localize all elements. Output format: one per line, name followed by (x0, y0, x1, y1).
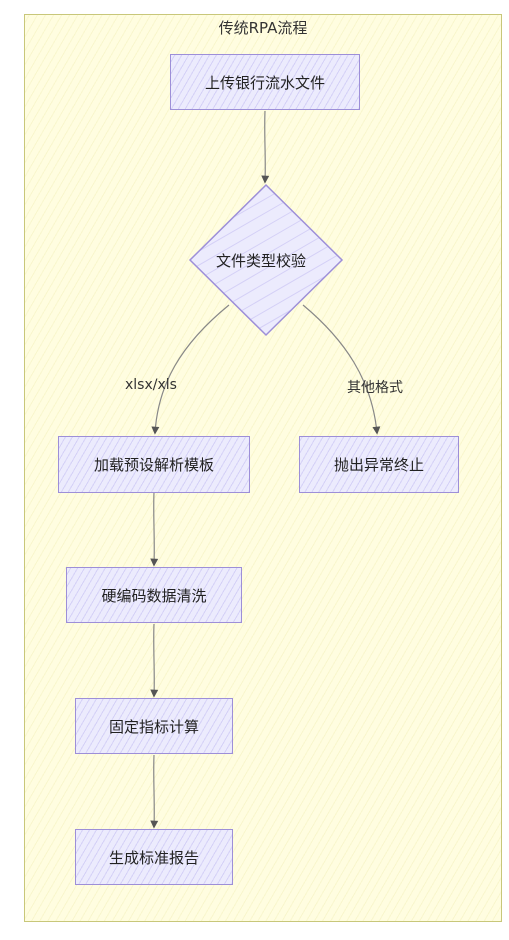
node-load[interactable]: 加载预设解析模板 (58, 436, 250, 493)
node-check-label[interactable]: 文件类型校验 (216, 252, 307, 270)
edge-load-to-clean (150, 491, 159, 567)
edge-label-other: 其他格式 (347, 380, 403, 396)
node-throw[interactable]: 抛出异常终止 (299, 436, 459, 493)
edge-calc-to-report (150, 754, 159, 829)
node-report[interactable]: 生成标准报告 (75, 829, 233, 885)
node-throw-label: 抛出异常终止 (333, 456, 424, 474)
edge-upload-to-check (261, 110, 270, 184)
cluster-title: 传统RPA流程 (218, 19, 308, 37)
edge-check-to-load (151, 304, 230, 435)
node-upload[interactable]: 上传银行流水文件 (170, 54, 360, 110)
node-report-label: 生成标准报告 (108, 848, 199, 867)
edge-label-xlsx: xlsx/xls (125, 377, 177, 393)
node-load-label: 加载预设解析模板 (93, 456, 214, 474)
edge-check-to-throw (302, 304, 381, 435)
node-calc[interactable]: 固定指标计算 (75, 698, 233, 754)
node-upload-label: 上传银行流水文件 (204, 73, 325, 92)
node-clean-label: 硬编码数据清洗 (101, 586, 207, 605)
decision-diamond (188, 183, 344, 337)
node-calc-label: 固定指标计算 (108, 717, 199, 736)
edge-clean-to-calc (150, 623, 159, 698)
node-clean[interactable]: 硬编码数据清洗 (66, 567, 242, 623)
